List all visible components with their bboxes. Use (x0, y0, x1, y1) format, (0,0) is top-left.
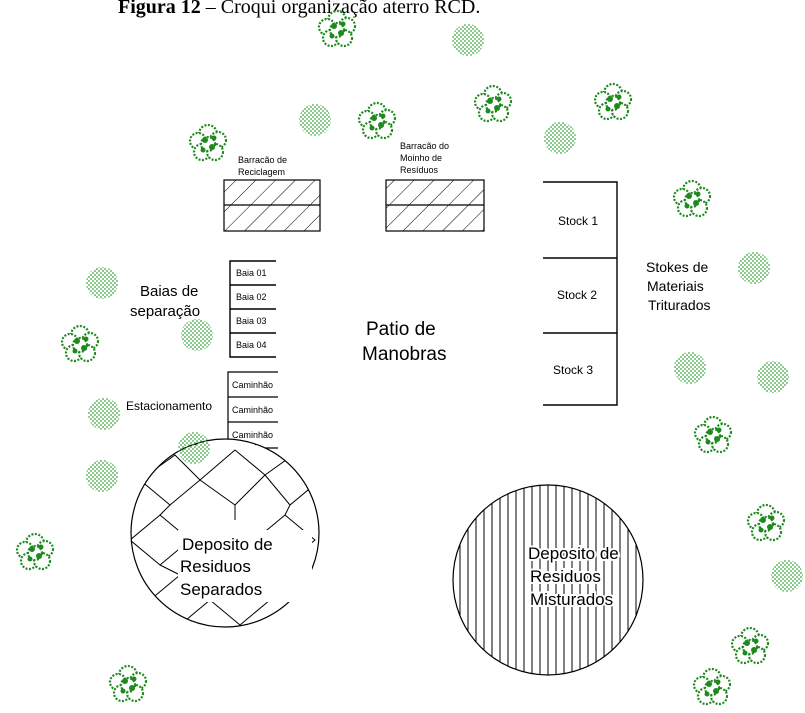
tree-icon (108, 664, 148, 703)
patio-title-2: Manobras (362, 344, 447, 365)
shrub-icon (544, 122, 576, 154)
shrub-icon (86, 460, 118, 492)
shrub-icon (178, 432, 210, 464)
misturados-title-1: Deposito de (528, 544, 619, 563)
vegetation (15, 9, 803, 706)
tree-icon (693, 415, 733, 454)
tree-icon (730, 626, 770, 665)
misturados-title-2: Residuos (530, 567, 601, 586)
tree-icon (473, 84, 513, 123)
baia-04: Baia 04 (236, 340, 267, 350)
tree-icon (357, 101, 397, 140)
patio-manobras: Patio de Manobras (362, 319, 447, 365)
moinho-label-3: Resíduos (400, 165, 439, 175)
tree-icon (672, 179, 712, 218)
caminhao-1: Caminhão (232, 380, 273, 390)
baias-title-2: separação (130, 303, 200, 320)
shrub-icon (452, 24, 484, 56)
stocks-title-3: Triturados (648, 297, 711, 313)
reciclagem-label-2: Reciclagem (238, 167, 285, 177)
estacionamento: Estacionamento Caminhão Caminhão Caminhã… (126, 371, 278, 449)
patio-title-1: Patio de (366, 319, 436, 340)
tree-icon (692, 667, 732, 706)
moinho-label-1: Barracão do (400, 141, 449, 151)
separados-title-2: Residuos (180, 557, 251, 576)
stocks-title-2: Materiais (647, 278, 704, 294)
baias-title-1: Baias de (140, 283, 198, 300)
baia-03: Baia 03 (236, 316, 267, 326)
shrub-icon (86, 267, 118, 299)
deposito-misturados: Deposito de Residuos Misturados (452, 484, 644, 676)
stocks-area: Stock 1 Stock 2 Stock 3 Stokes de Materi… (543, 181, 711, 406)
baia-02: Baia 02 (236, 292, 267, 302)
shrub-icon (771, 560, 803, 592)
caption-text: – Croqui organização aterro RCD. (205, 0, 481, 18)
separados-title-1: Deposito de (182, 535, 273, 554)
figure-caption: Figura 12 – Croqui organização aterro RC… (118, 0, 480, 19)
barracao-moinho: Barracão do Moinho de Resíduos (385, 141, 485, 232)
shrub-icon (674, 352, 706, 384)
stock-1: Stock 1 (558, 214, 598, 228)
shrub-icon (299, 104, 331, 136)
caminhao-3: Caminhão (232, 430, 273, 440)
moinho-label-2: Moinho de (400, 153, 442, 163)
tree-icon (188, 123, 228, 162)
tree-icon (60, 324, 100, 363)
separados-title-3: Separados (180, 580, 262, 599)
tree-icon (746, 503, 786, 542)
barracao-reciclagem: Barracão de Reciclagem (223, 155, 321, 232)
stock-2: Stock 2 (557, 288, 597, 302)
shrub-icon (181, 319, 213, 351)
tree-icon (15, 532, 55, 571)
caminhao-2: Caminhão (232, 405, 273, 415)
shrub-icon (738, 252, 770, 284)
shrub-icon (88, 398, 120, 430)
deposito-separados: Deposito de Residuos Separados (130, 438, 320, 628)
caption-prefix: Figura 12 (118, 0, 201, 18)
misturados-title-3: Misturados (530, 590, 613, 609)
baias-separacao: Baias de separação Baia 01 Baia 02 Baia … (130, 260, 276, 358)
tree-icon (593, 82, 633, 121)
estacionamento-title: Estacionamento (126, 399, 212, 413)
stocks-title-1: Stokes de (646, 259, 708, 275)
reciclagem-label-1: Barracão de (238, 155, 287, 165)
shrub-icon (757, 361, 789, 393)
baia-01: Baia 01 (236, 268, 267, 278)
tree-icon (317, 9, 357, 48)
stock-3: Stock 3 (553, 363, 593, 377)
